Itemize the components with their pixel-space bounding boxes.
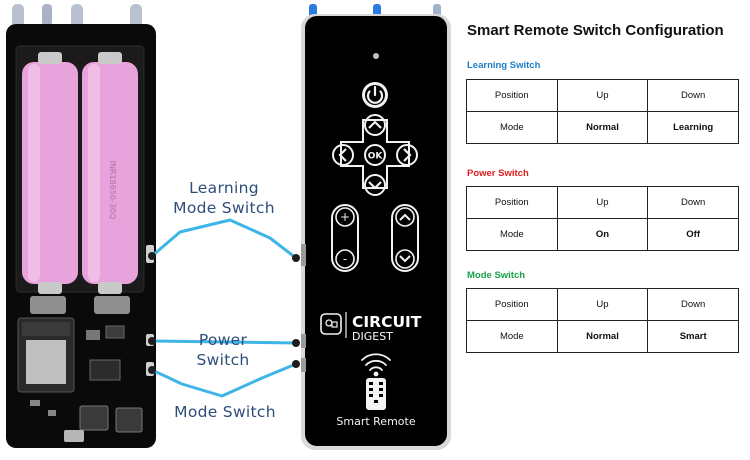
table-row: Mode Normal Learning: [466, 111, 739, 144]
channel-up-button[interactable]: [395, 207, 415, 227]
power-button[interactable]: [362, 82, 388, 108]
up-value-cell: Normal: [556, 111, 649, 144]
learning-mode-switch-label: Learning Mode Switch: [164, 178, 284, 218]
chevron-right-icon: [403, 148, 412, 162]
up-value-cell: Normal: [556, 320, 649, 353]
minus-label: -: [343, 252, 347, 266]
callout-lines: [148, 218, 300, 398]
header-cell: Down: [647, 79, 739, 112]
learning-callout-line: [150, 218, 298, 260]
power-switch-label: Power Switch: [178, 330, 268, 370]
down-value-cell: Learning: [647, 111, 739, 144]
left-button[interactable]: [332, 144, 354, 166]
brand-line2: DIGEST: [352, 330, 393, 343]
power-switch-title: Power Switch: [467, 168, 529, 179]
esp32-module: [17, 317, 75, 393]
remote-caption: Smart Remote: [336, 415, 415, 428]
row-label-cell: Mode: [466, 111, 558, 144]
ok-button[interactable]: OK: [364, 144, 386, 166]
plus-label: +: [340, 210, 350, 224]
learning-switch-table: Position Up Down Mode Normal Learning: [466, 79, 739, 144]
battery-left: [22, 52, 78, 294]
header-cell: Position: [466, 288, 558, 321]
down-value-cell: Off: [647, 218, 739, 251]
header-cell: Up: [556, 186, 649, 219]
table-header-row: Position Up Down: [466, 288, 739, 321]
right-button[interactable]: [396, 144, 418, 166]
pcb-board-graphic: INR18650-30Q: [6, 4, 156, 448]
chevron-down-icon: [399, 255, 411, 263]
brand-line1: CIRCUIT: [352, 313, 422, 331]
chevron-up-icon: [368, 120, 382, 129]
volume-rocker: [331, 204, 359, 272]
mode-switch-label: Mode Switch: [174, 403, 276, 421]
header-cell: Position: [466, 186, 558, 219]
header-cell: Position: [466, 79, 558, 112]
learning-switch-title: Learning Switch: [467, 60, 541, 71]
table-header-row: Position Up Down: [466, 79, 739, 112]
ok-label: OK: [368, 152, 384, 162]
mode-switch-table: Position Up Down Mode Normal Smart: [466, 288, 739, 353]
ir-led: [373, 53, 379, 59]
remote-control-icon: [366, 378, 386, 410]
header-cell: Up: [556, 79, 649, 112]
remote-front: OK + - CIRCUIT DIGEST: [301, 4, 451, 450]
channel-down-button[interactable]: [395, 249, 415, 269]
mode-switch-title: Mode Switch: [467, 270, 526, 281]
volume-up-button[interactable]: +: [335, 207, 355, 227]
power-switch-table: Position Up Down Mode On Off: [466, 186, 739, 251]
remote-body: [305, 16, 447, 446]
svg-text:INR18650-30Q: INR18650-30Q: [108, 161, 117, 220]
learning-label-line2: Mode Switch: [173, 199, 275, 217]
row-label-cell: Mode: [466, 218, 558, 251]
header-cell: Down: [647, 288, 739, 321]
wifi-icon: [361, 353, 391, 377]
mode-callout-line: [150, 362, 298, 398]
header-cell: Up: [556, 288, 649, 321]
config-title: Smart Remote Switch Configuration: [467, 22, 724, 39]
down-value-cell: Smart: [647, 320, 739, 353]
up-button[interactable]: [364, 114, 386, 136]
chevron-up-icon: [399, 213, 411, 221]
volume-down-button[interactable]: -: [335, 249, 355, 269]
power-label-line2: Switch: [196, 351, 250, 369]
chevron-left-icon: [338, 148, 347, 162]
row-label-cell: Mode: [466, 320, 558, 353]
table-row: Mode On Off: [466, 218, 739, 251]
dpad: [340, 119, 410, 189]
battery-right: INR18650-30Q: [82, 52, 138, 294]
chip-icon: [320, 313, 342, 335]
learning-label-line1: Learning: [189, 179, 259, 197]
table-header-row: Position Up Down: [466, 186, 739, 219]
table-row: Mode Normal Smart: [466, 320, 739, 353]
down-button[interactable]: [364, 174, 386, 196]
pcb-top-leds: [12, 4, 142, 28]
power-label-line1: Power: [198, 331, 248, 349]
circuit-digest-logo: CIRCUIT DIGEST: [320, 312, 422, 343]
header-cell: Down: [647, 186, 739, 219]
channel-rocker: [391, 204, 419, 272]
power-icon: [366, 85, 384, 104]
chevron-down-icon: [368, 181, 382, 190]
up-value-cell: On: [556, 218, 649, 251]
power-callout-line: [150, 339, 298, 345]
